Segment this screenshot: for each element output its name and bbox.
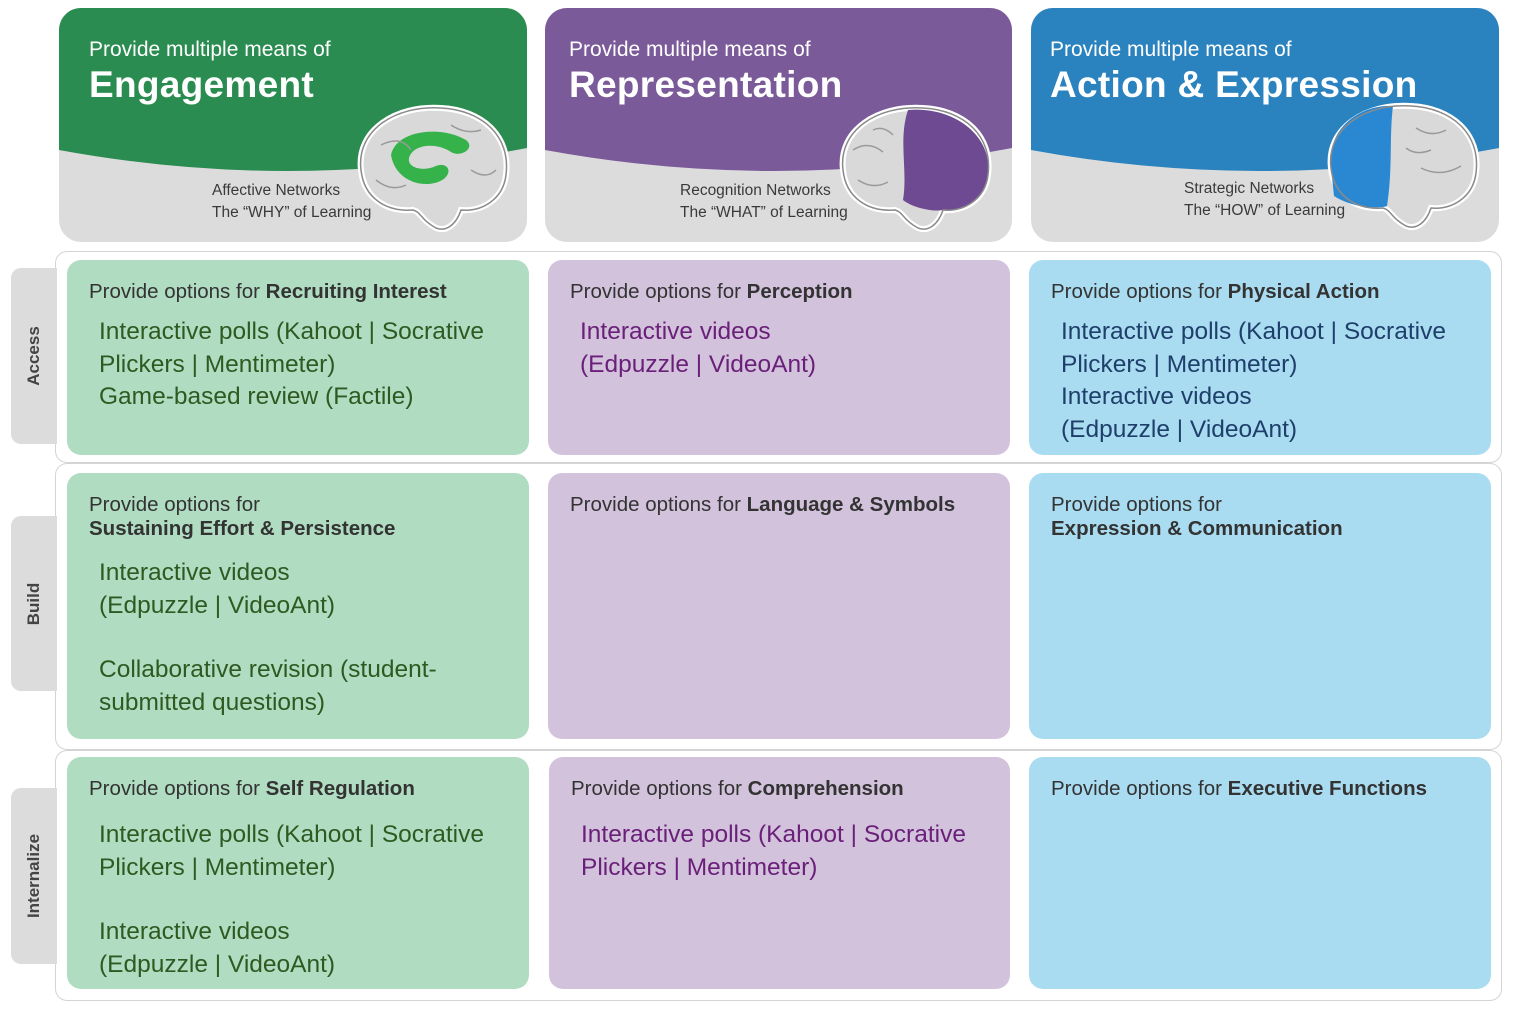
cell-internalize-engagement: Provide options for Self Regulation Inte…	[67, 757, 529, 989]
list-item: Plickers | Mentimeter)	[99, 350, 336, 378]
header-pre: Provide multiple means of	[1050, 38, 1292, 61]
row-label: Access	[24, 326, 43, 386]
network-label: Recognition Networks The “WHAT” of Learn…	[680, 180, 848, 224]
list-item: Interactive polls (Kahoot | Socrative	[99, 821, 484, 848]
header-action: Provide multiple means of Action & Expre…	[1031, 8, 1499, 242]
cell-internalize-representation: Provide options for Comprehension Intera…	[549, 757, 1010, 989]
row-label: Build	[24, 582, 43, 625]
cell-items: Interactive polls (Kahoot | Socrative Pl…	[1051, 316, 1469, 446]
cell-title: Provide options for Perception	[570, 280, 853, 303]
cell-items: Interactive polls (Kahoot | Socrative Pl…	[89, 316, 507, 414]
cell-access-engagement: Provide options for Recruiting Interest …	[67, 260, 529, 455]
brain-strategic-icon	[1327, 102, 1480, 230]
list-item: (Edpuzzle | VideoAnt)	[580, 350, 817, 378]
header-engagement: Provide multiple means of Engagement Aff…	[59, 8, 527, 242]
cell-build-representation: Provide options for Language & Symbols	[548, 473, 1010, 739]
list-item: Plickers | Mentimeter)	[99, 853, 336, 881]
list-item: Interactive polls (Kahoot | Socrative	[581, 821, 966, 848]
list-item: (Edpuzzle | VideoAnt)	[99, 950, 336, 978]
cell-items: Interactive polls (Kahoot | Socrative Pl…	[571, 819, 988, 884]
row-label: Internalize	[24, 833, 43, 919]
list-item: (Edpuzzle | VideoAnt)	[99, 591, 336, 619]
cell-title: Provide options for Self Regulation	[89, 777, 415, 800]
cell-title: Provide options for Language & Symbols	[570, 493, 956, 516]
list-item: Interactive polls (Kahoot | Socrative	[99, 318, 484, 345]
network-name: Affective Networks	[212, 182, 341, 199]
list-item: (Edpuzzle | VideoAnt)	[1061, 415, 1298, 443]
network-sub: The “HOW” of Learning	[1184, 202, 1346, 219]
network-label: Affective Networks The “WHY” of Learning	[212, 180, 371, 224]
cell-title: Provide options for Recruiting Interest	[89, 280, 447, 303]
cell-access-action: Provide options for Physical Action Inte…	[1029, 260, 1491, 455]
header-title: Engagement	[89, 64, 315, 105]
network-name: Recognition Networks	[680, 182, 831, 199]
header-pre: Provide multiple means of	[569, 38, 811, 61]
header-representation: Provide multiple means of Representation…	[545, 8, 1012, 242]
network-name: Strategic Networks	[1184, 180, 1315, 197]
network-sub: The “WHY” of Learning	[212, 204, 372, 221]
cell-items: Interactive videos (Edpuzzle | VideoAnt)	[570, 316, 988, 381]
cell-items: Interactive polls (Kahoot | Socrative Pl…	[89, 819, 507, 981]
list-item: Collaborative revision (student-	[99, 656, 437, 683]
list-item: submitted questions)	[99, 688, 326, 716]
header-title: Representation	[569, 64, 843, 105]
row-tab-internalize: Internalize	[11, 788, 57, 964]
network-label: Strategic Networks The “HOW” of Learning	[1184, 178, 1345, 222]
cell-internalize-action: Provide options for Executive Functions	[1029, 757, 1491, 989]
row-tab-build: Build	[11, 516, 57, 691]
network-sub: The “WHAT” of Learning	[680, 204, 848, 221]
list-item: Plickers | Mentimeter)	[1061, 350, 1298, 378]
list-item: Interactive videos	[99, 559, 290, 586]
header-pre: Provide multiple means of	[89, 38, 331, 61]
list-item: Interactive videos	[1061, 383, 1252, 410]
cell-title: Provide options for Physical Action	[1051, 280, 1380, 303]
cell-items: Interactive videos (Edpuzzle | VideoAnt)…	[89, 557, 507, 719]
brain-affective-icon	[357, 104, 510, 232]
row-tab-access: Access	[11, 268, 57, 444]
list-item: Interactive videos	[580, 318, 771, 345]
cell-title: Provide options for Executive Functions	[1051, 777, 1427, 800]
list-item: Interactive polls (Kahoot | Socrative	[1061, 318, 1446, 345]
list-item: Interactive videos	[99, 918, 290, 945]
list-item: Game-based review (Factile)	[99, 383, 414, 410]
list-item: Plickers | Mentimeter)	[581, 853, 818, 881]
header-title: Action & Expression	[1050, 64, 1418, 105]
brain-recognition-icon	[839, 104, 992, 232]
cell-title: Provide options for Comprehension	[571, 777, 904, 800]
cell-access-representation: Provide options for Perception Interacti…	[548, 260, 1010, 455]
